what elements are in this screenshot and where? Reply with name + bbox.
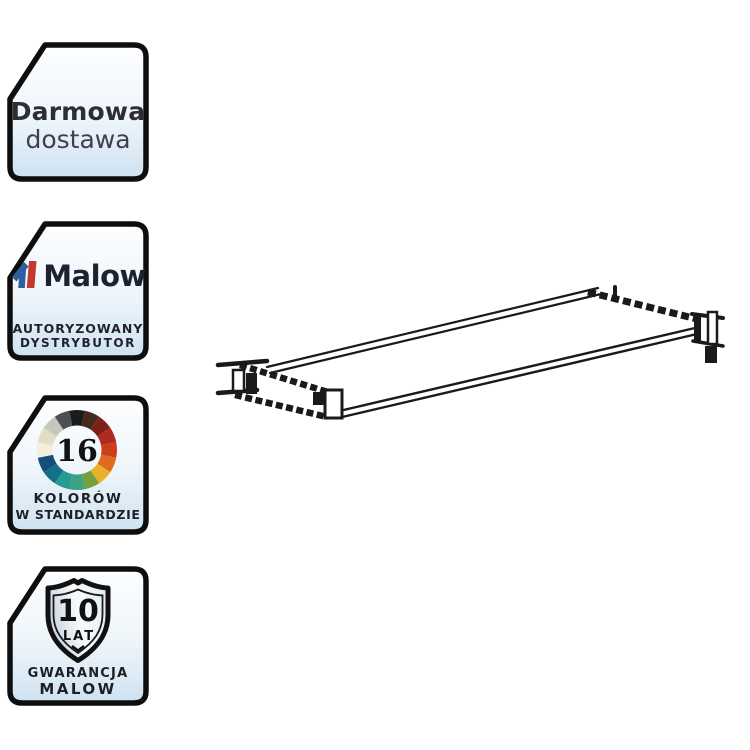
distributor-line2: DYSTRYBUTOR (20, 336, 136, 350)
warranty-unit: LAT (63, 629, 95, 644)
left-foot-block (313, 392, 325, 405)
back-rail-line (268, 292, 603, 375)
color-segment (37, 427, 57, 446)
colors-text: KOLORÓW W STANDARDZIE (7, 491, 149, 522)
free-delivery-line1: Darmowa (10, 97, 146, 126)
free-delivery-line2: dostawa (25, 125, 131, 154)
badge-shape (7, 221, 149, 361)
color-segment (54, 410, 73, 430)
back-rail-line (265, 286, 600, 369)
right-end-bar (587, 288, 698, 323)
color-segment (101, 442, 117, 458)
badge-shape (7, 42, 149, 182)
warranty-badge: 10 LAT GWARANCJA MALOW (7, 566, 149, 707)
product-wireframe-drawing (215, 285, 725, 421)
badge-outline (7, 42, 149, 182)
malow-brand-text: Malow (43, 258, 146, 293)
color-wheel-icon: 16 (37, 410, 117, 490)
color-segment (90, 463, 111, 484)
colors-line1: KOLORÓW (33, 491, 123, 507)
color-segment (37, 454, 57, 473)
color-segment (69, 410, 85, 426)
color-segment (43, 463, 64, 484)
left-end-bar (234, 391, 328, 421)
malow-logo-icon (12, 261, 37, 288)
warranty-years: 10 (57, 594, 99, 629)
warranty-line2: MALOW (39, 680, 117, 698)
right-bracket-post (694, 313, 701, 343)
front-rail-line (336, 332, 699, 420)
malow-logo: Malow (7, 257, 149, 294)
right-foot-block (705, 346, 717, 363)
color-segment (54, 470, 73, 490)
right-bracket-post (706, 310, 719, 346)
colors-line2: W STANDARDZIE (15, 507, 141, 522)
left-foot-block (323, 388, 344, 420)
color-segment (81, 470, 100, 490)
left-bracket-post (231, 368, 246, 393)
chevron-down-icon (71, 645, 85, 652)
warranty-text: GWARANCJA MALOW (7, 666, 149, 698)
color-segment (81, 410, 100, 430)
authorized-distributor-badge: Malow AUTORYZOWANY DYSTRYBUTOR (7, 221, 149, 362)
warranty-line1: GWARANCJA (27, 666, 129, 681)
color-segment (97, 427, 117, 446)
left-bracket-top-bar (215, 358, 270, 368)
distributor-text: AUTORYZOWANY DYSTRYBUTOR (7, 321, 149, 350)
color-segment (90, 416, 111, 437)
colors-badge: 16 KOLORÓW W STANDARDZIE (7, 395, 149, 536)
color-segment (97, 454, 117, 473)
free-delivery-text: Darmowa dostawa (7, 97, 149, 154)
left-bracket-post (246, 373, 257, 394)
badge-outline (7, 221, 149, 361)
shield-icon: 10 LAT (45, 578, 111, 663)
left-end-bar (239, 361, 332, 397)
color-segment (69, 474, 85, 490)
color-segment (43, 416, 64, 437)
free-delivery-badge: Darmowa dostawa (7, 42, 149, 183)
shield-inner-line (52, 588, 104, 655)
distributor-line1: AUTORYZOWANY (12, 321, 144, 336)
color-count: 16 (56, 434, 98, 469)
color-segment (37, 442, 53, 458)
front-rail-line (333, 326, 697, 414)
